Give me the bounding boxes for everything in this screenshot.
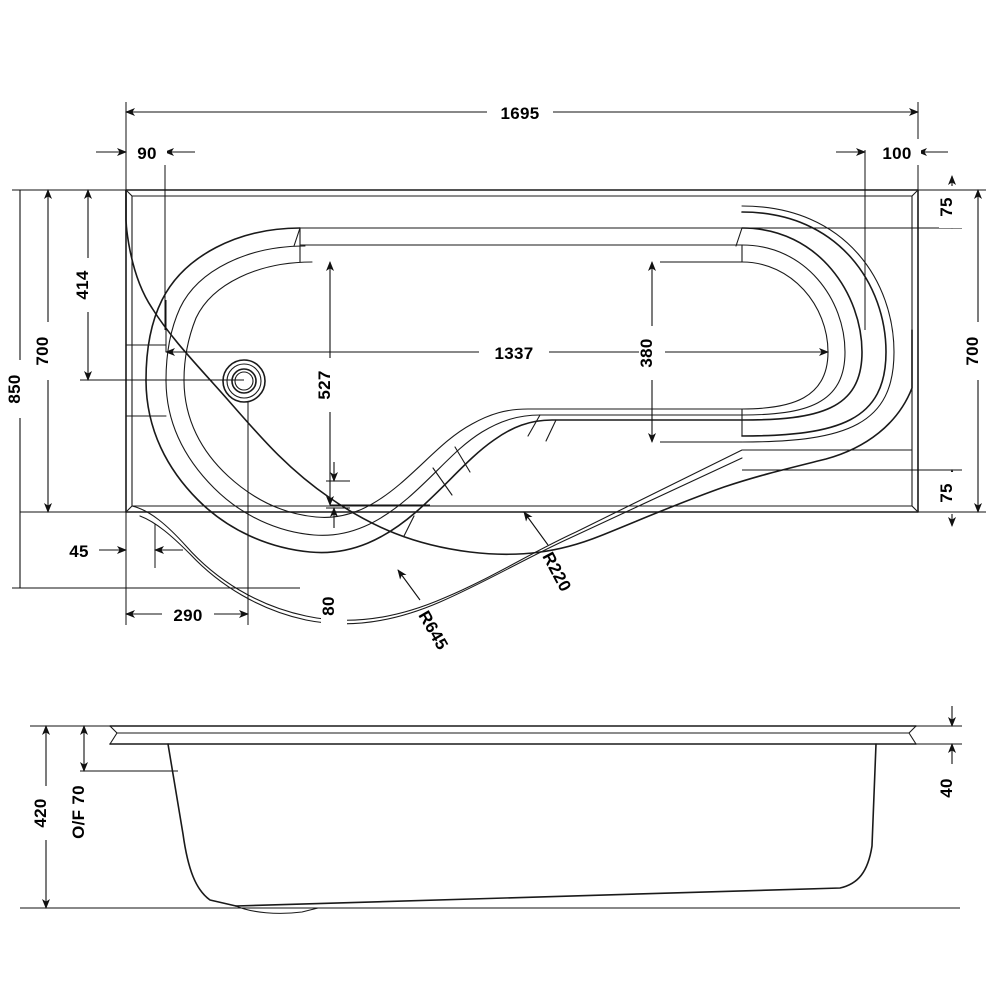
dim-label-80: 80: [319, 596, 338, 616]
waste-outlet-icon: [222, 359, 266, 403]
plan-view-geometry: [125, 189, 919, 625]
bath-bowl-inner-edge: [165, 245, 743, 536]
bath-top-ledge: [299, 227, 743, 246]
dim-label-75-bottom: 75: [937, 483, 956, 503]
bath-skirt-outer: [131, 449, 913, 625]
section-tub-body: [167, 743, 877, 914]
dim-label-700-left: 700: [33, 336, 52, 365]
dim-label-1337: 1337: [494, 344, 533, 363]
bath-right-end-outer: [741, 227, 863, 421]
section-view-dimensions: [30, 706, 965, 909]
dim-label-420: 420: [31, 798, 50, 827]
dim-label-75-top: 75: [937, 197, 956, 217]
radius-label-r220: R220: [538, 549, 574, 595]
dim-label-40: 40: [937, 778, 956, 798]
plan-view-dimension-labels: 1695 90 100 75 75 700 700 850 414 1337 3…: [5, 104, 982, 653]
section-view-dimension-labels: 420 O/F 70 40: [31, 778, 956, 839]
dim-label-1695: 1695: [500, 104, 539, 123]
dim-label-90: 90: [137, 144, 157, 163]
dim-label-700-right: 700: [963, 336, 982, 365]
bath-body-outline: [125, 189, 913, 556]
bath-bowl-base-line: [183, 261, 743, 518]
bath-left-wall: [125, 189, 133, 513]
bowl-break-lines: [125, 227, 743, 437]
dim-label-of70: O/F 70: [69, 785, 88, 839]
dim-label-290: 290: [173, 606, 202, 625]
bath-bowl-outer-shell: [145, 227, 743, 554]
section-rim-band: [109, 725, 917, 745]
plan-view-dimensions: [7, 99, 991, 628]
dim-label-527: 527: [315, 370, 334, 399]
waist-transition-ticks: [403, 414, 557, 537]
dim-label-45: 45: [69, 542, 89, 561]
radius-label-r645: R645: [415, 608, 452, 654]
dim-label-850: 850: [5, 374, 24, 403]
section-view-geometry: [20, 725, 960, 914]
dim-label-380: 380: [637, 338, 656, 367]
dim-label-100: 100: [882, 144, 911, 163]
bath-right-outer-silhouette: [741, 205, 895, 443]
dim-label-414: 414: [73, 270, 92, 300]
